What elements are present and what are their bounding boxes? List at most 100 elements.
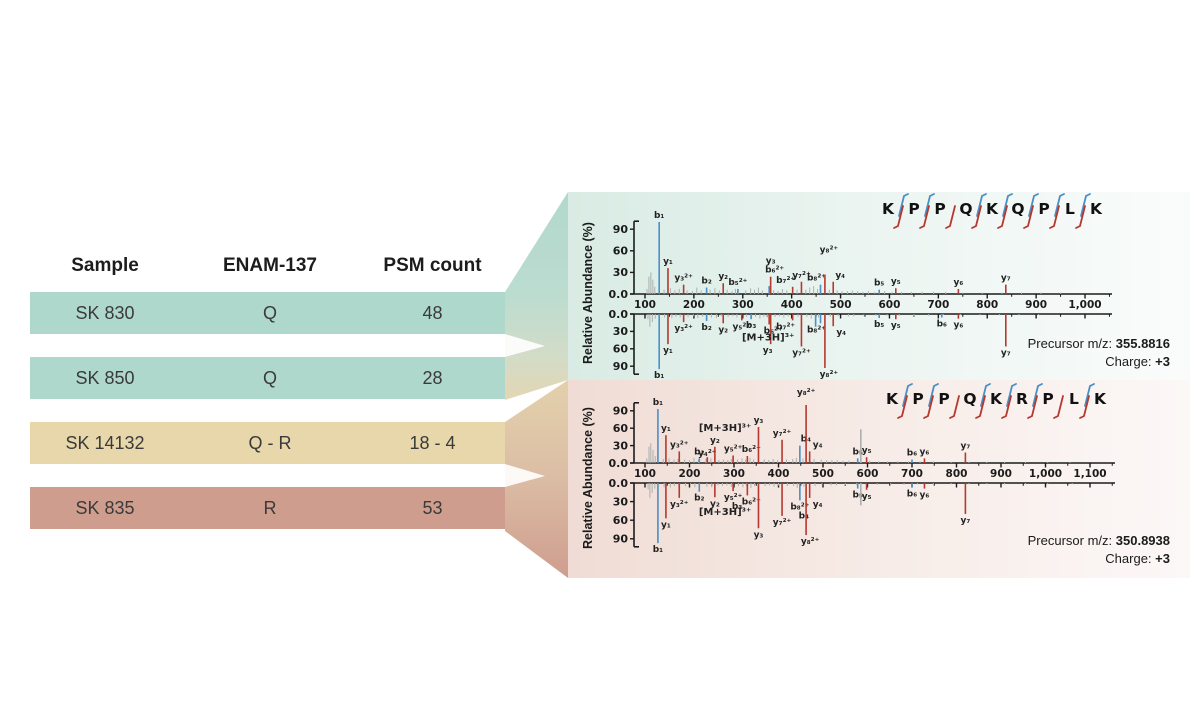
x-tick-label: 800 (946, 468, 968, 480)
peptide-residue: P (912, 390, 923, 408)
y-ion-mark (971, 205, 982, 229)
peak-label: y₈²⁺ (797, 388, 816, 398)
psm-cell: 53 (422, 498, 443, 518)
peak-label: b₂ (694, 494, 704, 504)
peptide-residue: K (990, 390, 1003, 408)
y-tick-label: 30 (613, 495, 629, 508)
x-tick-label: 300 (732, 299, 754, 311)
table-header-row: Sample ENAM-137 PSM count (30, 250, 505, 282)
peak-label: y₇²⁺ (792, 271, 811, 281)
peak-sublabel: b₆²⁺ (765, 266, 784, 276)
peak-label: y₃²⁺ (670, 500, 689, 510)
peak-label: b₆²⁺ (742, 497, 761, 507)
y-tick-label: 0.0 (609, 477, 629, 490)
peak-label: b₈²⁺ (807, 274, 826, 284)
y-ion-mark (949, 395, 960, 419)
psm-cell: 48 (422, 303, 443, 323)
peak-label: y₄ (836, 328, 846, 338)
peptide-residue: L (1065, 200, 1075, 218)
col-header-enam-137: ENAM-137 (223, 255, 317, 276)
y-tick-label: 60 (613, 514, 629, 527)
peak-label: y₁ (661, 424, 671, 434)
peptide-residue: K (986, 200, 999, 218)
peak-label: y₄²⁺ (698, 449, 717, 459)
peptide-residue: L (1069, 390, 1079, 408)
b-ion-mark (1054, 193, 1065, 217)
x-tick-label: 900 (1025, 299, 1047, 311)
sample-cell: SK 830 (75, 303, 135, 323)
y-axis-title: Relative Abundance (%) (581, 222, 595, 364)
precursor-mz-text: Precursor m/z: 355.8816 (1028, 336, 1170, 351)
y-tick-label: 90 (613, 223, 629, 236)
x-tick-label: 900 (990, 468, 1012, 480)
y-tick-label: 30 (613, 325, 629, 338)
peak-sublabel: b₄ (799, 511, 809, 521)
y-ion-mark (1079, 395, 1090, 419)
peak-label: y₄ (813, 440, 823, 450)
x-tick-label: 600 (857, 468, 879, 480)
y-ion-mark (1001, 395, 1012, 419)
table-row: SK 850 Q 28 (30, 357, 505, 399)
peak-label: y₇²⁺ (773, 518, 792, 528)
peak-label: y₅ (862, 492, 872, 502)
peak-label: b₁ (653, 398, 663, 408)
peak-label: y₁ (663, 346, 673, 356)
peptide-residue: K (1090, 200, 1103, 218)
sample-cell: SK 835 (75, 498, 135, 518)
variant-cell: R (263, 498, 277, 518)
peak-label: y₇²⁺ (792, 348, 811, 358)
peak-label: y₈²⁺ (820, 246, 839, 256)
precursor-ion-annotation: [M+3H]³⁺ (699, 423, 751, 434)
b-ion-mark (1032, 383, 1043, 407)
row-gap-taper (505, 464, 545, 487)
y-axis-title: Relative Abundance (%) (581, 407, 595, 549)
variant-cell: Q - R (248, 433, 292, 453)
peak-label: y₆ (953, 278, 963, 288)
b-ion-mark (1080, 193, 1091, 217)
y-tick-label: 90 (613, 533, 629, 546)
x-tick-label: 100 (634, 299, 656, 311)
charge-text: Charge: +3 (1105, 551, 1170, 566)
peak-label: y₇ (960, 516, 970, 526)
b-ion-mark (980, 383, 991, 407)
spectrum-panel-top (568, 192, 1190, 380)
b-ion-mark (924, 193, 935, 217)
peak-label: y₇²⁺ (773, 429, 792, 439)
y-ion-mark (1049, 205, 1060, 229)
peak-label: y₆ (953, 321, 963, 331)
peak-label: y₇ (960, 442, 970, 452)
peptide-residue: Q (959, 200, 972, 218)
peak-label: y₈²⁺ (801, 537, 820, 547)
peptide-residue: K (1094, 390, 1107, 408)
y-ion-mark (1075, 205, 1086, 229)
x-tick-label: 1,000 (1029, 468, 1062, 480)
y-ion-mark (1023, 205, 1034, 229)
peak-label: y₂ (718, 272, 728, 282)
b-ion-mark (1028, 193, 1039, 217)
y-ion-mark (919, 205, 930, 229)
y-tick-label: 60 (613, 422, 629, 435)
peptide-residue: P (938, 390, 949, 408)
peak-label: y₅ (891, 277, 901, 287)
peptide-residue: K (882, 200, 895, 218)
b-ion-mark (1006, 383, 1017, 407)
x-tick-label: 1,100 (1073, 468, 1106, 480)
peptide-residue: Q (1011, 200, 1024, 218)
col-header-sample: Sample (71, 255, 139, 276)
x-tick-label: 100 (634, 468, 656, 480)
funnel-connector-bottom (505, 380, 568, 578)
peak-label: y₃ (763, 346, 773, 356)
peak-label: y₄ (813, 500, 823, 510)
psm-cell: 18 - 4 (409, 433, 456, 453)
y-ion-mark (923, 395, 934, 419)
precursor-ion-annotation: [M+3H]³⁺ (742, 333, 794, 344)
peak-label: y₅²⁺ (733, 322, 752, 332)
peak-label: b₈²⁺ (790, 502, 809, 512)
peak-label: y₁ (661, 520, 671, 530)
peak-label: y₈²⁺ (820, 370, 839, 380)
funnel-connector-top (505, 192, 568, 400)
peak-label: y₅ (891, 321, 901, 331)
y-ion-mark (897, 395, 908, 419)
